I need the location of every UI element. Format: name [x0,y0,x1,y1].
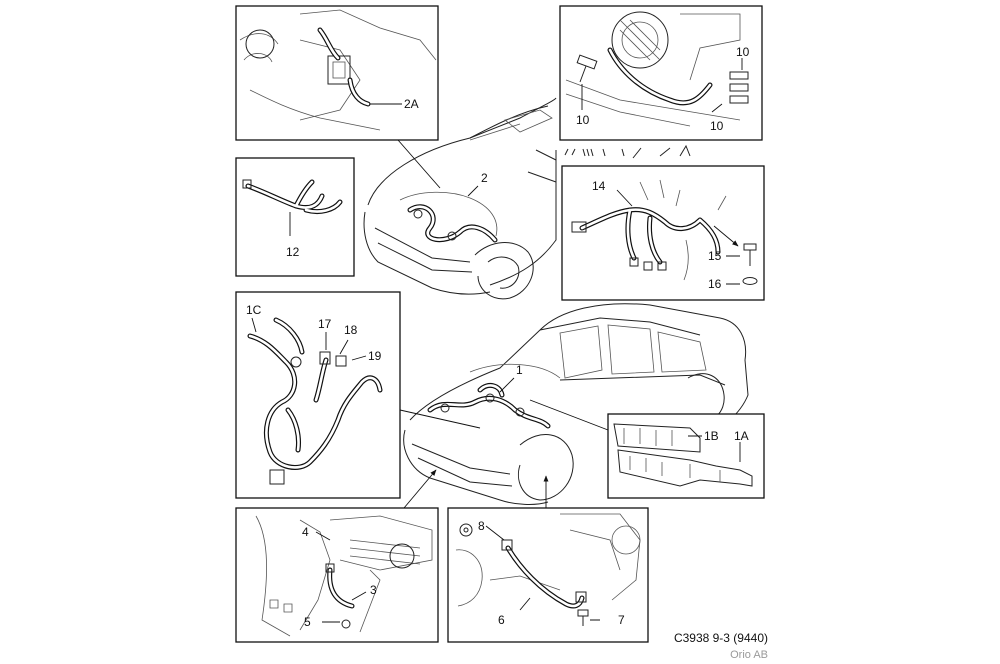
callout-6: 6 [498,613,505,627]
leader-1 [499,377,515,393]
leader-3-4-5 [403,469,437,509]
callout-17: 17 [318,317,332,331]
detail-box-1A-1B [607,413,765,499]
leader-1A-1B [529,399,609,431]
callout-14: 14 [592,179,606,193]
callout-2A: 2A [404,97,419,111]
callout-16: 16 [708,277,722,291]
detail-14-illustration [571,179,758,285]
detail-box-6-7-8 [447,507,649,643]
callout-3: 3 [370,583,377,597]
detail-1C-illustration [247,317,383,485]
detail-12-illustration [242,179,343,236]
callout-1C: 1C [246,303,262,317]
callout-7: 7 [618,613,625,627]
callout-2: 2 [481,171,488,185]
detail-2A-illustration [239,9,437,131]
callout-1: 1 [516,363,523,377]
callout-10-bottom-right: 10 [710,119,724,133]
callout-1B: 1B [704,429,719,443]
leader-1C [399,409,481,429]
leader-2 [467,185,479,197]
callout-19: 19 [368,349,382,363]
callout-10-bottom-left: 10 [576,113,590,127]
callout-12: 12 [286,245,300,259]
detail-3-4-5-illustration [255,515,433,637]
detail-10-illustration [565,11,749,127]
callout-10-top-right: 10 [736,45,750,59]
callout-1A: 1A [734,429,749,443]
car-upper-illustration [363,97,691,300]
callout-8: 8 [478,519,485,533]
detail-box-2A [235,5,439,141]
detail-box-14 [561,165,765,301]
callout-18: 18 [344,323,358,337]
callout-15: 15 [708,249,722,263]
detail-6-7-8-illustration [455,513,641,626]
detail-1A-1B-illustration [613,423,753,487]
figure-credit: Orio AB [730,649,768,661]
detail-box-12 [235,157,355,277]
callout-4: 4 [302,525,309,539]
callout-5: 5 [304,615,311,629]
figure-code: C3938 9-3 (9440) [674,631,768,645]
leader-2A [397,139,441,189]
detail-box-3-4-5 [235,507,439,643]
